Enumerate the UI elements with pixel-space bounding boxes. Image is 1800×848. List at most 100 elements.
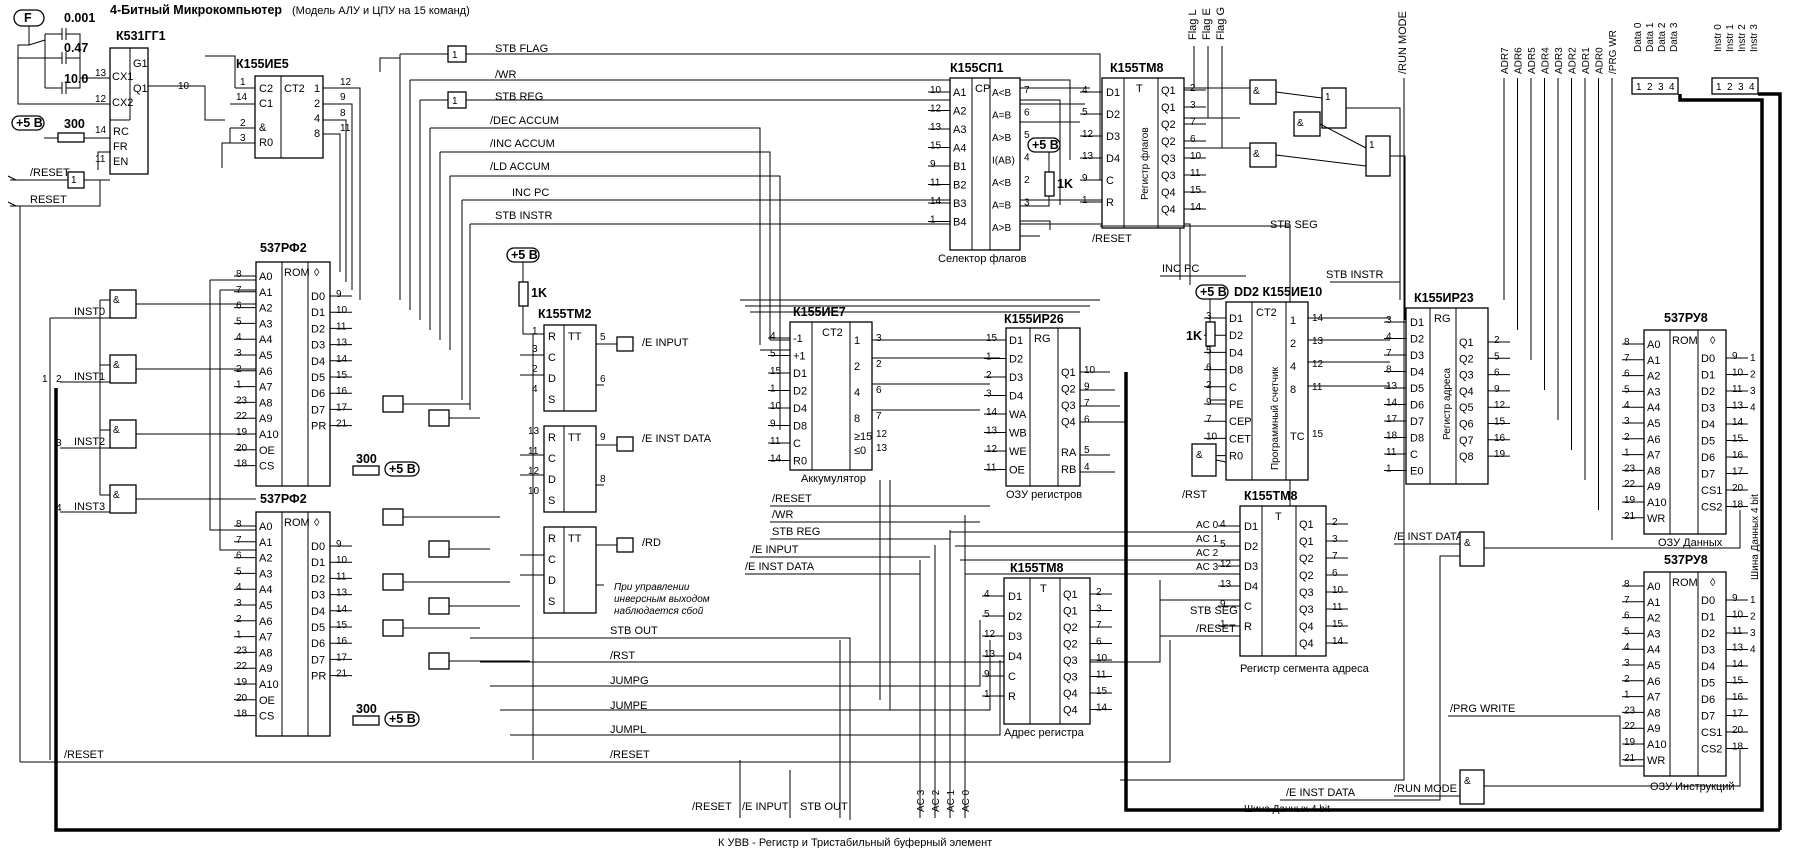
k531gg1-pin-en: EN (113, 156, 128, 168)
pc-right-num-1: 13 (1312, 336, 1324, 347)
rom1-data-num-0: 9 (336, 289, 342, 300)
rom2-addr-num-12: 18 (236, 709, 248, 720)
regaddr-right-pin-5: Q3 (1063, 672, 1078, 684)
inst-gates-wiring (49, 279, 256, 760)
tm2-num-8: 12 (528, 466, 540, 477)
run-mode-label: /RUN MODE (1397, 11, 1409, 74)
tm2-ff1-pin-1: C (548, 453, 556, 465)
tm2-ff2-pin-1: C (548, 554, 556, 566)
acc-right-pin-2: 4 (854, 387, 860, 399)
rom2-addr-num-9: 22 (236, 661, 248, 672)
regfile-left-pin-6: WE (1009, 446, 1027, 458)
ram-data-and-gate (1459, 531, 1485, 567)
pc-vcc-label: +5 В (1200, 285, 1227, 299)
rom2-not-gate6 (382, 619, 404, 637)
rami-right-num-1: 10 (1732, 610, 1744, 621)
ramd-right-num-4: 14 (1732, 417, 1744, 428)
ramd-left-num-9: 22 (1624, 479, 1636, 490)
regfile-wiring (1080, 371, 1125, 473)
sel-left-pin-0: A1 (953, 87, 966, 99)
sel-left-pin-1: A2 (953, 106, 966, 118)
k155ie5-out-2: 2 (314, 98, 320, 110)
sel-right-pin-6: A>B (992, 223, 1012, 234)
inst3-label: INST3 (74, 501, 105, 513)
rom2-data-num-4: 14 (336, 604, 348, 615)
rom2-data-num-5: 15 (336, 620, 348, 631)
addrreg-left-pin-5: D6 (1410, 400, 1424, 412)
tm2-num-4: 5 (600, 332, 606, 343)
cap-value-1: 0.47 (64, 41, 88, 55)
k155ie5-num-14: 14 (236, 92, 248, 103)
flag-l: Flag L (1187, 9, 1199, 40)
signal-e-inst-data-right: /E INST DATA (1394, 531, 1464, 543)
rom2-addr-pin-1: A1 (259, 537, 272, 549)
regfile-left-num-7: 11 (986, 463, 997, 474)
clock-vcc-tag (11, 115, 45, 131)
acc-left-num-6: 11 (770, 436, 781, 447)
ramd-left-pin-10: A10 (1647, 497, 1667, 509)
ram-instr-diamond: ◊ (1710, 577, 1716, 589)
ram-data-title: 537РУ8 (1664, 311, 1708, 325)
pc-ct: CT2 (1256, 307, 1277, 319)
regaddr-left-pin-0: D1 (1008, 591, 1022, 603)
k155ie5-out-4: 4 (314, 113, 320, 125)
segreg-right-pin-4: Q3 (1299, 587, 1314, 599)
stb-flag-inverter-label: 1 (452, 50, 458, 61)
rami-left-pin-7: A7 (1647, 692, 1660, 704)
footer-label: К УВВ - Регистр и Тристабильный буферный… (718, 837, 992, 848)
segreg-in-ac0: AC 0 (1196, 520, 1219, 531)
rom2-data-num-6: 16 (336, 636, 348, 647)
ram-data-rom-label: ROM (1672, 335, 1698, 347)
clock-caps-wiring (17, 26, 110, 105)
rom2-addr-pin-4: A4 (259, 584, 272, 596)
pc-wiring (1160, 275, 1400, 463)
rami-left-num-5: 3 (1624, 658, 1630, 669)
instr-label-3: Instr 3 (1749, 24, 1760, 52)
addrreg-left-num-9: 1 (1386, 464, 1392, 475)
acc-left-pin-0: -1 (793, 333, 803, 345)
flags-right-num-2: 7 (1190, 117, 1196, 128)
inst-num-3: 3 (56, 438, 62, 449)
ramd-right-pin-9: CS2 (1701, 502, 1722, 514)
pc-left-pin-7: CET (1229, 433, 1251, 445)
data-label-0: Data 0 (1633, 22, 1644, 52)
addrreg-caption: Регистр адреса (1442, 368, 1453, 440)
addrreg-right-pin-0: Q1 (1459, 337, 1474, 349)
sel-left-num-5: 11 (930, 178, 941, 189)
segreg-right-num-4: 10 (1332, 585, 1344, 596)
flag-register: К155ТМ8 T Регистр флагов D14D25D312D413C… (1080, 7, 1406, 600)
addrreg-right-pin-2: Q3 (1459, 370, 1474, 382)
rom1-data-pin-8: PR (311, 421, 326, 433)
inst3-and-symbol: & (113, 490, 120, 501)
rom2-addr-pin-7: A7 (259, 632, 272, 644)
regfile-right-pin-2: Q3 (1061, 400, 1076, 412)
rami-left-pin-6: A6 (1647, 676, 1660, 688)
ramd-left-pin-7: A7 (1647, 450, 1660, 462)
rom2-addr-num-5: 3 (236, 598, 242, 609)
accumulator: К155ИЕ7 CT2 Аккумулятор -14+15D115D21D41… (740, 299, 1100, 485)
regfile-right-num-2: 7 (1084, 398, 1090, 409)
regaddr-right-num-2: 7 (1096, 620, 1102, 631)
rom1-addr-num-11: 20 (236, 443, 248, 454)
regfile-right-num-5: 4 (1084, 462, 1090, 473)
rom2-vcc-tag (384, 711, 420, 727)
regaddr-left-num-1: 5 (984, 609, 990, 620)
rom1-data-pin-0: D0 (311, 291, 325, 303)
ramd-left-pin-1: A1 (1647, 355, 1660, 367)
pc-left-pin-1: D2 (1229, 330, 1243, 342)
rom1-data-num-8: 21 (336, 419, 348, 430)
regfile-right-pin-3: Q4 (1061, 417, 1076, 429)
rom1-data-num-7: 17 (336, 402, 348, 413)
ramd-busnum-1: 2 (1750, 370, 1756, 381)
lower-signals: STB OUT /RST JUMPG JUMPE JUMPL /RESET /R… (19, 206, 1171, 820)
k155ie5-num-1: 1 (240, 77, 246, 88)
ramd-left-num-4: 4 (1624, 400, 1630, 411)
pc-left-pin-4: C (1229, 382, 1237, 394)
sel-left-pin-3: A4 (953, 143, 966, 155)
addrreg-rg: RG (1434, 313, 1451, 325)
ram-instr-chip (1643, 571, 1727, 777)
ram-data-bus-label: Шина Данных 4 bit (1750, 494, 1761, 580)
segreg-in-ac1: AC 1 (1196, 534, 1219, 545)
